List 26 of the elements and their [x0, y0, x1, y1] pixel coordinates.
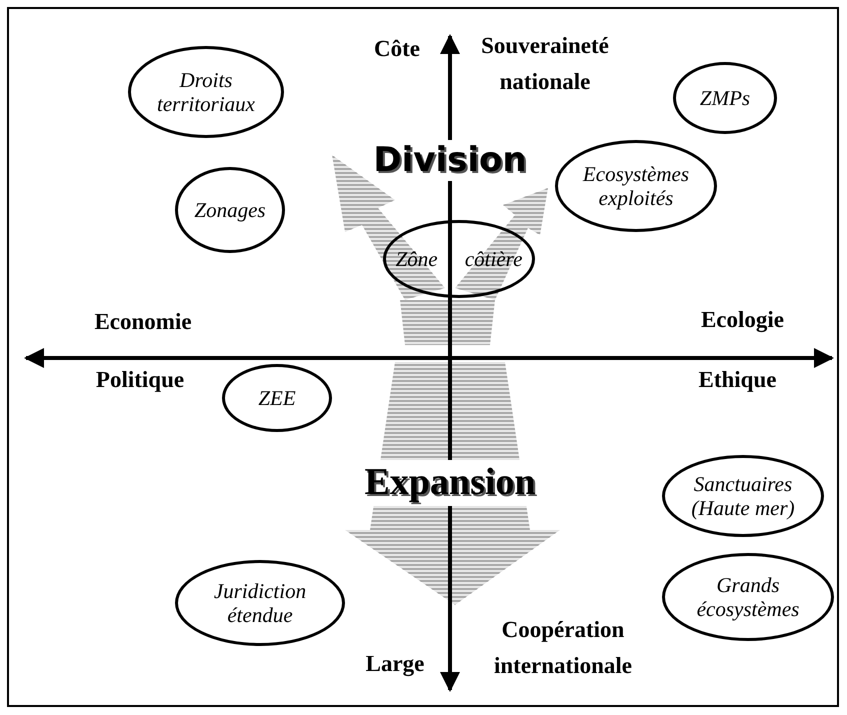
ellipse-node — [383, 220, 535, 298]
node-label: Ecosystèmes exploités — [582, 162, 690, 210]
node-label: Grands écosystèmes — [696, 572, 800, 622]
node-label: ZEE — [257, 386, 297, 410]
node-label: Droits territoriaux — [156, 68, 256, 116]
node-label: Zône côtière — [394, 246, 524, 272]
axis-label: Economie — [93, 308, 193, 336]
ellipse-node — [175, 560, 345, 646]
node-label: Juridiction étendue — [212, 578, 308, 628]
axis-label: Politique — [94, 366, 186, 394]
node-label: Zonages — [193, 198, 267, 222]
axis-label: Coopération internationale — [493, 616, 633, 680]
axis-label: Large — [364, 650, 426, 678]
ellipse-node — [662, 455, 824, 537]
node-label: ZMPs — [698, 86, 752, 110]
ellipse-node — [175, 167, 285, 253]
ellipse-node — [222, 364, 332, 432]
axis-label: Ethique — [698, 366, 778, 394]
axis-label: Ecologie — [700, 306, 786, 334]
node-label: Sanctuaires (Haute mer) — [690, 472, 796, 520]
ellipse-node — [662, 553, 834, 641]
axis-label: Souveraineté nationale — [480, 32, 610, 96]
axis-label: Côte — [373, 35, 421, 63]
ellipse-node — [555, 140, 717, 232]
ellipse-node — [673, 62, 777, 134]
ellipse-node — [128, 46, 284, 138]
